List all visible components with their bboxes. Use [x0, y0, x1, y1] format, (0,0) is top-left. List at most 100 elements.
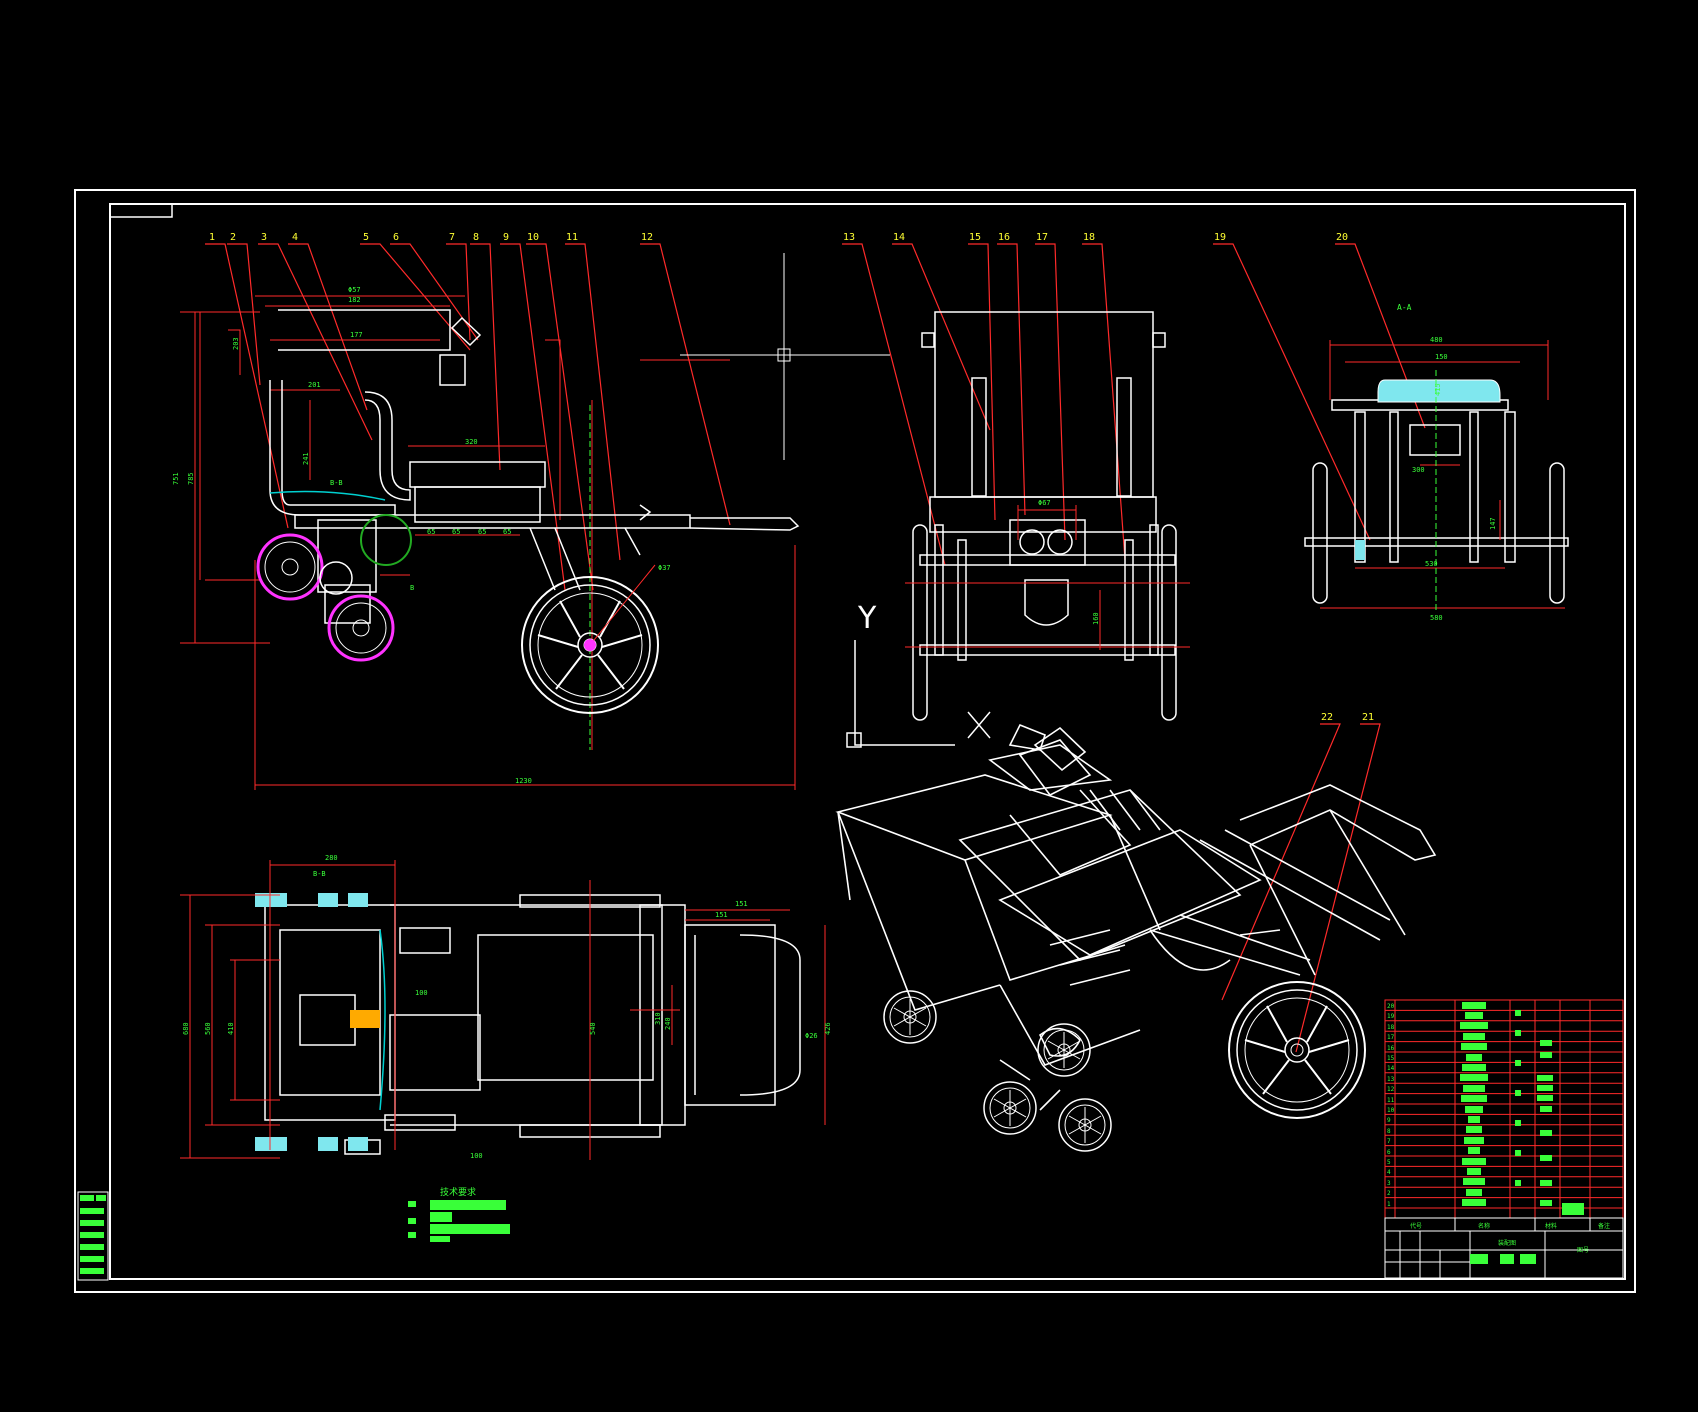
dim-680: 680: [182, 1022, 190, 1035]
bom-row-16: 16: [1387, 1045, 1395, 1052]
bom-row-17: 17: [1387, 1034, 1395, 1041]
dim-300: 300: [1412, 466, 1425, 474]
callout-numbers: 1 2 3 4 5 6 7 8 9 10 11 12 13 14 15 16 1…: [209, 232, 1374, 723]
callout-2: 2: [230, 232, 236, 243]
ucs-icon: [846, 640, 991, 748]
bom-table[interactable]: 20 19 18 17 16 15 14 13 12 11 10 9 8 7 6…: [1384, 999, 1624, 1279]
top-wheel-hatches: [255, 893, 380, 1151]
title-block-fills: [1470, 1203, 1584, 1264]
top-frame: [264, 894, 801, 1155]
callout-20: 20: [1336, 232, 1348, 243]
dim-580: 580: [1430, 614, 1443, 622]
dim-203: 203: [232, 337, 240, 350]
callout-1: 1: [209, 232, 215, 243]
callout-16: 16: [998, 232, 1010, 243]
callout-18: 18: [1083, 232, 1095, 243]
dim-201: 201: [308, 381, 321, 389]
bom-row-5: 5: [1387, 1159, 1391, 1166]
section-bb-label: B-B: [330, 479, 343, 487]
bom-row-14: 14: [1387, 1065, 1395, 1072]
dim-65d: 65: [503, 528, 511, 536]
bom-row-7: 7: [1387, 1138, 1391, 1145]
left-margin-block: [77, 1191, 109, 1281]
dim-147: 147: [1489, 517, 1497, 530]
dim-182: 182: [348, 296, 361, 304]
tech-requirements-title: 技术要求: [440, 1186, 476, 1198]
bom-row-3: 3: [1387, 1180, 1391, 1187]
bom-row-20: 20: [1387, 1003, 1395, 1010]
section-dimension-lines: [1320, 340, 1565, 609]
section-view-aa[interactable]: A-A 480 150 415 300 147: [1304, 303, 1569, 622]
dim-530: 530: [1425, 560, 1438, 568]
bom-header-note: 备注: [1598, 1222, 1610, 1230]
dim-280: 280: [325, 854, 338, 862]
isometric-view[interactable]: [835, 723, 1437, 1152]
dim-1230: 1230: [515, 777, 532, 785]
bom-row-18: 18: [1387, 1024, 1395, 1031]
callout-10: 10: [527, 232, 539, 243]
bom-row-11: 11: [1387, 1097, 1395, 1104]
callout-9: 9: [503, 232, 509, 243]
dim-phi37: Φ37: [658, 564, 671, 572]
bom-row-4: 4: [1387, 1169, 1391, 1176]
side-frame: [269, 309, 800, 624]
dim-151a: 151: [735, 900, 748, 908]
title-code: 图号: [1577, 1247, 1589, 1254]
section-dims: 480 150 415 300 147 530 580: [1412, 336, 1497, 622]
dim-100a: 100: [415, 989, 428, 997]
dim-65b: 65: [452, 528, 460, 536]
dim-410: 410: [227, 1022, 235, 1035]
dim-65a: 65: [427, 528, 435, 536]
dim-540: 540: [589, 1022, 597, 1035]
bom-header-text: 代号 名称 材料 备注 装配图 图号: [1410, 1222, 1610, 1254]
dim-310: 310: [654, 1012, 662, 1025]
bom-name-cells: [1460, 1002, 1553, 1206]
side-view[interactable]: Φ57 182 177 203 201 241 785 751 65 65 65…: [172, 286, 800, 790]
iso-star-wheel-b: [1037, 1023, 1091, 1077]
outer-frame: [74, 189, 1636, 1293]
dim-phi26: Φ26: [805, 1032, 818, 1040]
front-dimension-lines: [905, 505, 1190, 650]
bom-row-15: 15: [1387, 1055, 1395, 1062]
side-view-dims: Φ57 182 177 203 201 241 785 751 65 65 65…: [172, 286, 671, 785]
callout-7: 7: [449, 232, 455, 243]
side-wheel-radius: [589, 564, 656, 646]
dim-150: 150: [1435, 353, 1448, 361]
section-hatch-left: [1355, 540, 1365, 560]
bom-row-19: 19: [1387, 1013, 1395, 1020]
section-seat-hatch: [1377, 379, 1501, 403]
ucs-y-label: Y: [857, 601, 877, 636]
dim-785: 785: [187, 472, 195, 485]
side-dimension-lines: [180, 295, 796, 790]
inner-frame: [109, 203, 1626, 1280]
dim-phi67: Φ67: [1038, 499, 1051, 507]
dim-151b: 151: [715, 911, 728, 919]
front-view[interactable]: Φ67 160: [905, 311, 1190, 721]
bom-row-13: 13: [1387, 1076, 1395, 1083]
top-section-bb: B-B: [313, 870, 326, 878]
side-cyan-arc: [269, 490, 386, 501]
callout-12: 12: [641, 232, 653, 243]
callout-6: 6: [393, 232, 399, 243]
side-stair-wheels: [256, 514, 412, 662]
dim-426: 426: [824, 1022, 832, 1035]
top-dimension-lines: [180, 860, 826, 1160]
dim-177: 177: [350, 331, 363, 339]
section-aa-label: A-A: [1397, 303, 1412, 312]
bom-grid: [1384, 999, 1624, 1219]
tech-requirements: 技术要求: [408, 1186, 510, 1242]
dim-240: 240: [664, 1017, 672, 1030]
side-wheel-hub: [584, 639, 596, 651]
callout-leaders: [205, 243, 1426, 1053]
dim-65c: 65: [478, 528, 486, 536]
dim-241: 241: [302, 452, 310, 465]
dim-751: 751: [172, 472, 180, 485]
front-view-dims: Φ67 160: [1038, 499, 1100, 625]
callout-14: 14: [893, 232, 905, 243]
dim-phi57: Φ57: [348, 286, 361, 294]
top-cyan-path: [379, 929, 386, 1111]
top-view[interactable]: 280 B-B 151 151 680 560 410 100 540 310 …: [180, 854, 832, 1160]
section-b-mark: B: [410, 584, 414, 592]
dim-160: 160: [1092, 612, 1100, 625]
